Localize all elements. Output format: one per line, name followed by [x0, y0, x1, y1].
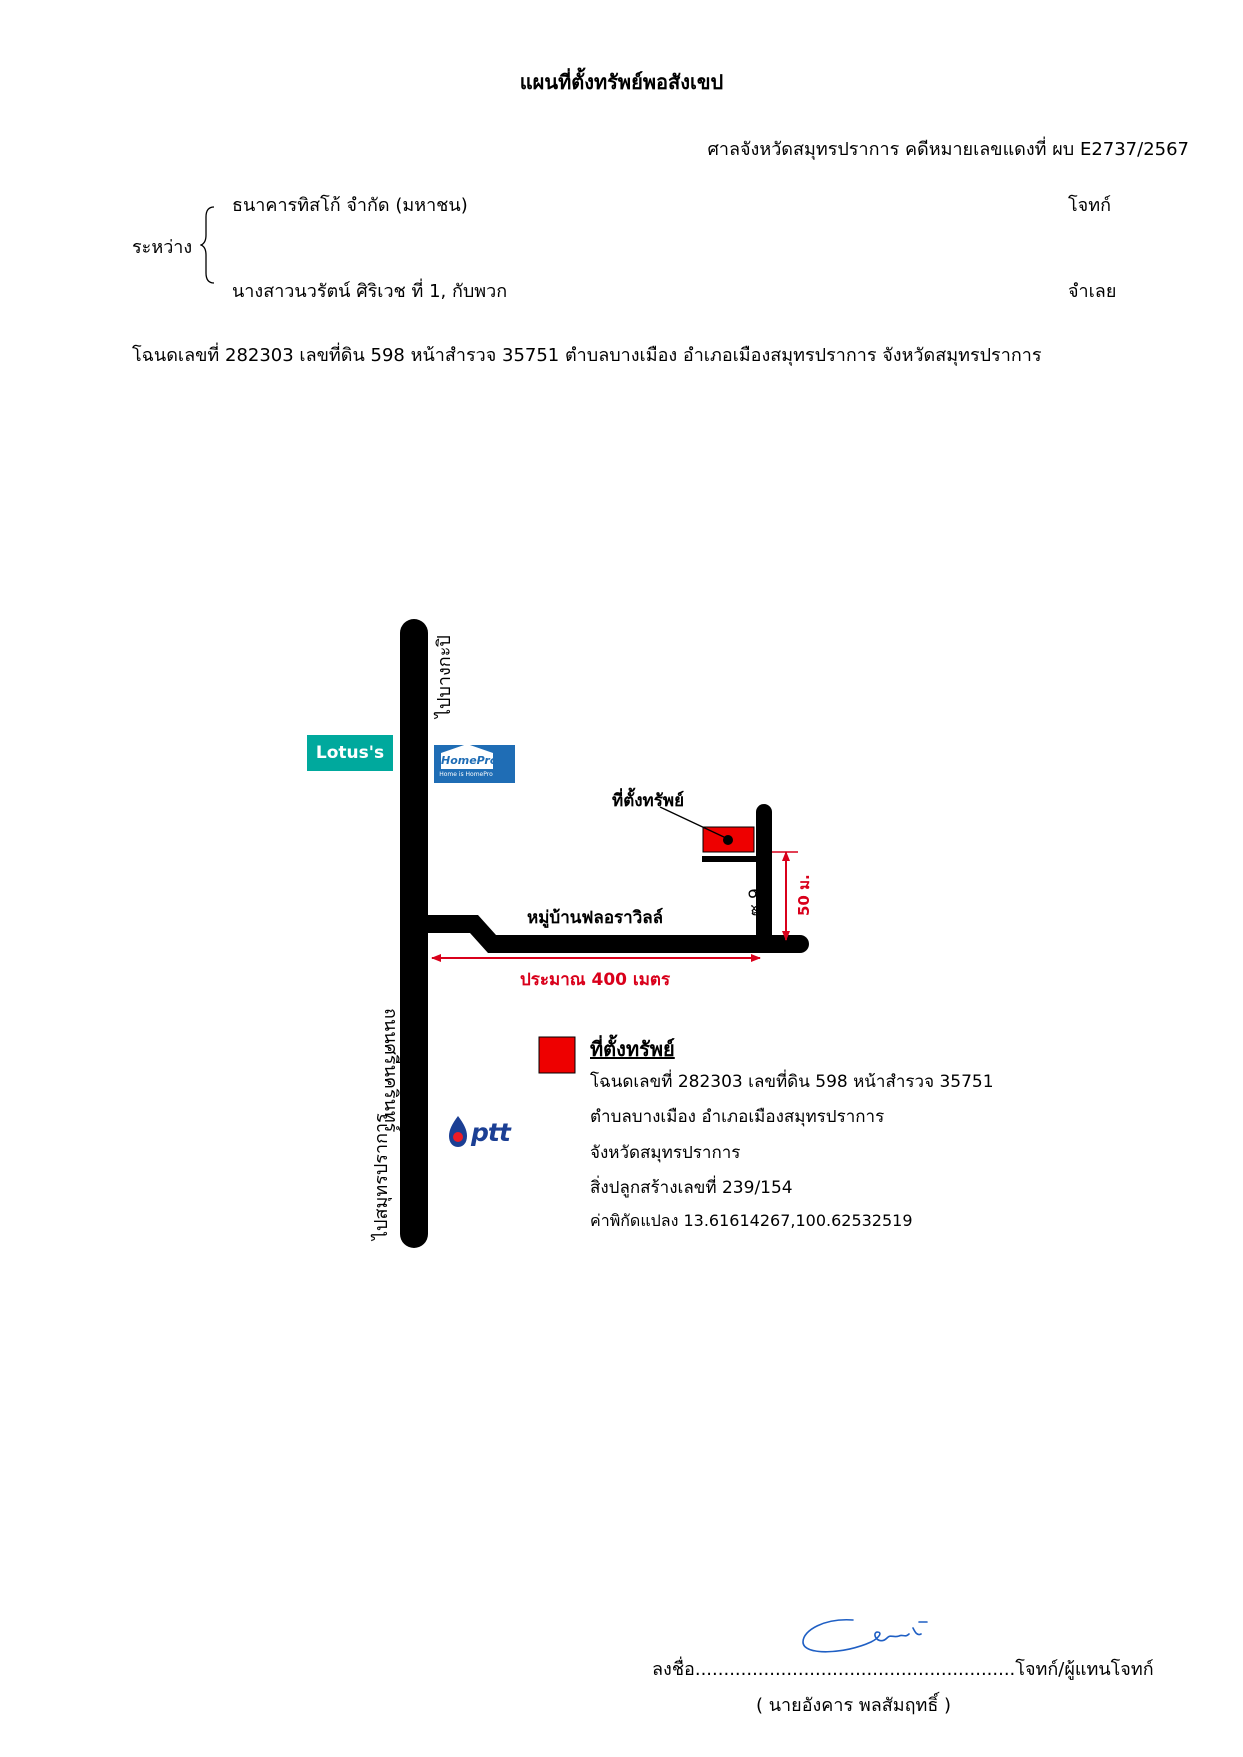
legend-line: ตำบลบางเมือง อำเภอเมืองสมุทรปราการ [590, 1107, 885, 1127]
ptt-logo-text: ptt [471, 1118, 511, 1147]
to-bangkapi-label: ไปบางกะปิ [434, 635, 455, 718]
defendant-role: จำเลย [1068, 281, 1117, 302]
property-map-label: ที่ตั้งทรัพย์ [612, 791, 685, 811]
between-label: ระหว่าง [132, 237, 193, 258]
lotus-logo-text: Lotus's [315, 743, 385, 763]
village-label: หมู่บ้านฟลอราวิลล์ [527, 908, 664, 928]
homepro-tagline: Home is HomePro [439, 771, 493, 778]
deed-line: โฉนดเลขที่ 282303 เลขที่ดิน 598 หน้าสำรว… [132, 345, 1042, 366]
legend-line: ค่าพิกัดแปลง 13.61614267,100.62532519 [590, 1211, 913, 1230]
legend-line: โฉนดเลขที่ 282303 เลขที่ดิน 598 หน้าสำรว… [590, 1072, 994, 1092]
homepro-logo-text: HomePro [441, 754, 498, 767]
signature-dots: ........................................… [694, 1659, 1016, 1680]
lotus-logo [307, 735, 393, 771]
property-pointer [659, 806, 727, 839]
legend-line: สิ่งปลูกสร้างเลขที่ 239/154 [590, 1178, 793, 1198]
signer-name: ( นายอังคาร พลสัมฤทธิ์ ) [756, 1695, 952, 1716]
plaintiff-role: โจทก์ [1068, 195, 1111, 216]
ptt-logo [449, 1116, 467, 1147]
page-title: แผนที่ตั้งทรัพย์พอสังเขป [519, 70, 724, 94]
soi-label: ซ.9 [746, 888, 766, 916]
sign-label: ลงชื่อ [652, 1659, 695, 1680]
legend-line: จังหวัดสมุทรปราการ [590, 1143, 741, 1163]
village-road [414, 915, 800, 953]
plaintiff-name: ธนาคารทิสโก้ จำกัด (มหาชน) [232, 195, 468, 216]
property-dot [723, 835, 733, 845]
distance-400-label: ประมาณ 400 เมตร [520, 970, 671, 990]
signer-role: โจทก์/ผู้แทนโจทก์ [1015, 1659, 1154, 1680]
party-brace [200, 206, 215, 284]
handwritten-signature [802, 1619, 928, 1653]
legend-title: ที่ตั้งทรัพย์ [590, 1037, 675, 1061]
court-case-line: ศาลจังหวัดสมุทรปราการ คดีหมายเลขแดงที่ ผ… [707, 139, 1189, 160]
distance-50-label: 50 ม. [795, 874, 813, 916]
legend-property-square [538, 1036, 576, 1074]
defendant-name: นางสาวนวรัตน์ ศิริเวช ที่ 1, กับพวก [232, 281, 508, 302]
to-samutprakan-label: ไปสมุทรปราการ [371, 1113, 392, 1240]
